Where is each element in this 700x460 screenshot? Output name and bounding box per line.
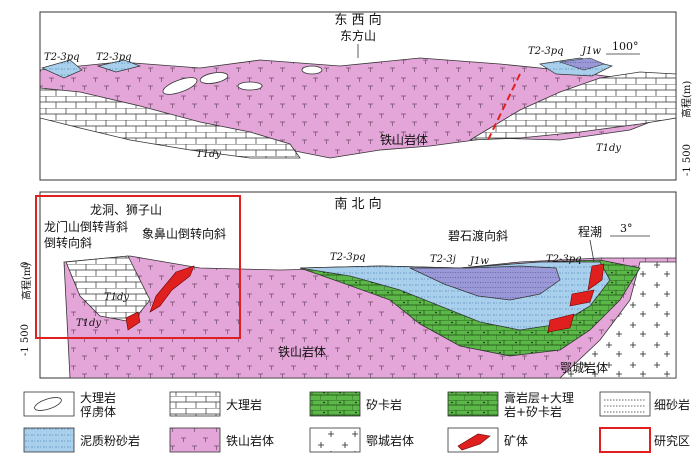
top-section: 东 西 向 东方山 T2-3pq T2-3pq T2-3pq J1w 100° … — [39, 11, 693, 181]
top-axis-tick: -1 500 — [682, 144, 693, 176]
svg-text:俘虏体: 俘虏体 — [80, 405, 116, 419]
legend-item-siltstone: 泥质粉砂岩 — [23, 427, 140, 453]
top-angle-label: 100° — [612, 40, 639, 53]
bottom-section-title: 南 北 向 — [334, 196, 381, 212]
skarn-swatch — [309, 391, 361, 417]
legend-item-ore: 矿体 — [447, 427, 528, 453]
svg-text:矽卡岩: 矽卡岩 — [366, 397, 402, 412]
svg-text:铁山岩体: 铁山岩体 — [226, 433, 274, 448]
top-unit-pq-mid: T2-3pq — [96, 52, 132, 63]
bottom-unit-jw: J1w — [468, 256, 489, 267]
top-axis-label: 高程(m) — [680, 81, 693, 118]
bottom-echeng-intrusion — [558, 261, 677, 379]
bottom-unit-dy-b: T1dy — [76, 318, 101, 329]
bottom-angle-label: 3° — [620, 222, 633, 235]
svg-text:大理岩: 大理岩 — [80, 390, 116, 405]
top-xenolith-3 — [237, 81, 263, 91]
echeng-swatch — [309, 427, 361, 453]
svg-text:泥质粉砂岩: 泥质粉砂岩 — [80, 433, 140, 448]
svg-text:鄂城岩体: 鄂城岩体 — [366, 433, 414, 448]
bottom-unit-pq-a: T2-3pq — [330, 252, 366, 263]
structure-label-longmenshan: 龙门山倒转背斜 — [44, 219, 128, 234]
bottom-sandstone-core — [409, 265, 561, 301]
top-unit-pq-left: T2-3pq — [44, 52, 80, 63]
svg-text:岩+矽卡岩: 岩+矽卡岩 — [504, 404, 562, 419]
legend-item-marble: 大理岩 — [169, 391, 262, 417]
top-xenolith-2 — [199, 72, 229, 84]
top-siltstone-mid — [96, 59, 142, 73]
bottom-ore-chengchao-3 — [547, 313, 575, 333]
top-unit-jw-right: J1w — [580, 46, 601, 57]
svg-text:膏岩层+大理: 膏岩层+大理 — [504, 390, 574, 405]
legend: 大理岩 俘虏体 大理岩 矽卡岩 膏岩层+大理 岩+矽卡岩 细砂岩 泥质粉砂岩 — [23, 390, 690, 453]
structure-label-daozhuan: 倒转向斜 — [44, 235, 92, 250]
chengchao-pointer — [589, 239, 595, 263]
structure-label-bishidu: 碧石渡向斜 — [448, 228, 508, 243]
siltstone-swatch — [23, 427, 75, 453]
bottom-ore-left — [149, 265, 195, 313]
top-mountain-label: 东方山 — [340, 28, 376, 43]
legend-item-gypsum: 膏岩层+大理 岩+矽卡岩 — [447, 390, 574, 419]
bottom-ore-left-2 — [125, 311, 141, 331]
bottom-ore-chengchao-2 — [569, 289, 595, 307]
bottom-unit-dy-a: T1dy — [104, 292, 129, 303]
top-fault-line — [487, 73, 521, 141]
legend-item-sandstone: 细砂岩 — [599, 391, 690, 417]
bottom-unit-pq-b: T2-3pq — [546, 254, 582, 265]
bottom-axis-label: 高程(m) — [20, 263, 33, 300]
structure-label-chengchao: 程潮 — [578, 224, 602, 239]
marble-swatch — [169, 391, 221, 417]
study-area-swatch — [599, 427, 651, 453]
top-rock-label: 铁山岩体 — [380, 132, 428, 147]
legend-item-study: 研究区 — [599, 427, 690, 453]
structure-label-longdong: 龙洞、狮子山 — [90, 203, 162, 217]
bottom-unit-j: T2-3j — [430, 254, 456, 265]
gypsum-swatch — [447, 391, 499, 417]
top-xenolith-1 — [162, 77, 198, 95]
legend-item-marble-xenolith: 大理岩 俘虏体 — [23, 390, 116, 419]
sandstone-swatch — [599, 391, 651, 417]
top-siltstone-left — [40, 59, 83, 79]
svg-text:细砂岩: 细砂岩 — [654, 397, 690, 412]
top-sandstone-right — [559, 57, 605, 71]
svg-text:大理岩: 大理岩 — [226, 397, 262, 412]
bottom-tick-1500: -1 500 — [20, 324, 31, 356]
ore-icon — [457, 433, 491, 451]
bottom-tick-0: 0 — [20, 262, 31, 268]
svg-text:矿体: 矿体 — [504, 434, 528, 448]
top-section-title: 东 西 向 — [334, 12, 381, 28]
top-marble-left — [39, 87, 301, 159]
study-area-frame — [35, 195, 241, 339]
top-unit-dy-right: T1dy — [596, 143, 621, 154]
bottom-rock-label: 铁山岩体 — [278, 344, 326, 359]
bottom-rock-label-2: 鄂城岩体 — [560, 360, 608, 375]
bottom-ore-chengchao-1 — [587, 263, 605, 291]
legend-item-tieshan: 铁山岩体 — [169, 427, 274, 453]
tieshan-swatch — [169, 427, 221, 453]
top-xenolith-4 — [301, 65, 323, 75]
top-unit-dy-left: T1dy — [196, 149, 221, 160]
legend-item-echeng: 鄂城岩体 — [309, 427, 414, 453]
top-marble-right — [469, 71, 677, 141]
bottom-section: 南 北 向 龙洞、狮子山 龙门山倒转背斜 倒转向斜 象鼻山倒转向斜 碧石渡向斜 … — [20, 191, 677, 379]
xenolith-icon — [34, 397, 62, 411]
top-unit-pq-right: T2-3pq — [528, 46, 564, 57]
svg-text:研究区: 研究区 — [654, 433, 690, 448]
structure-label-xiangbishan: 象鼻山倒转向斜 — [142, 226, 226, 241]
legend-item-skarn: 矽卡岩 — [309, 391, 402, 417]
